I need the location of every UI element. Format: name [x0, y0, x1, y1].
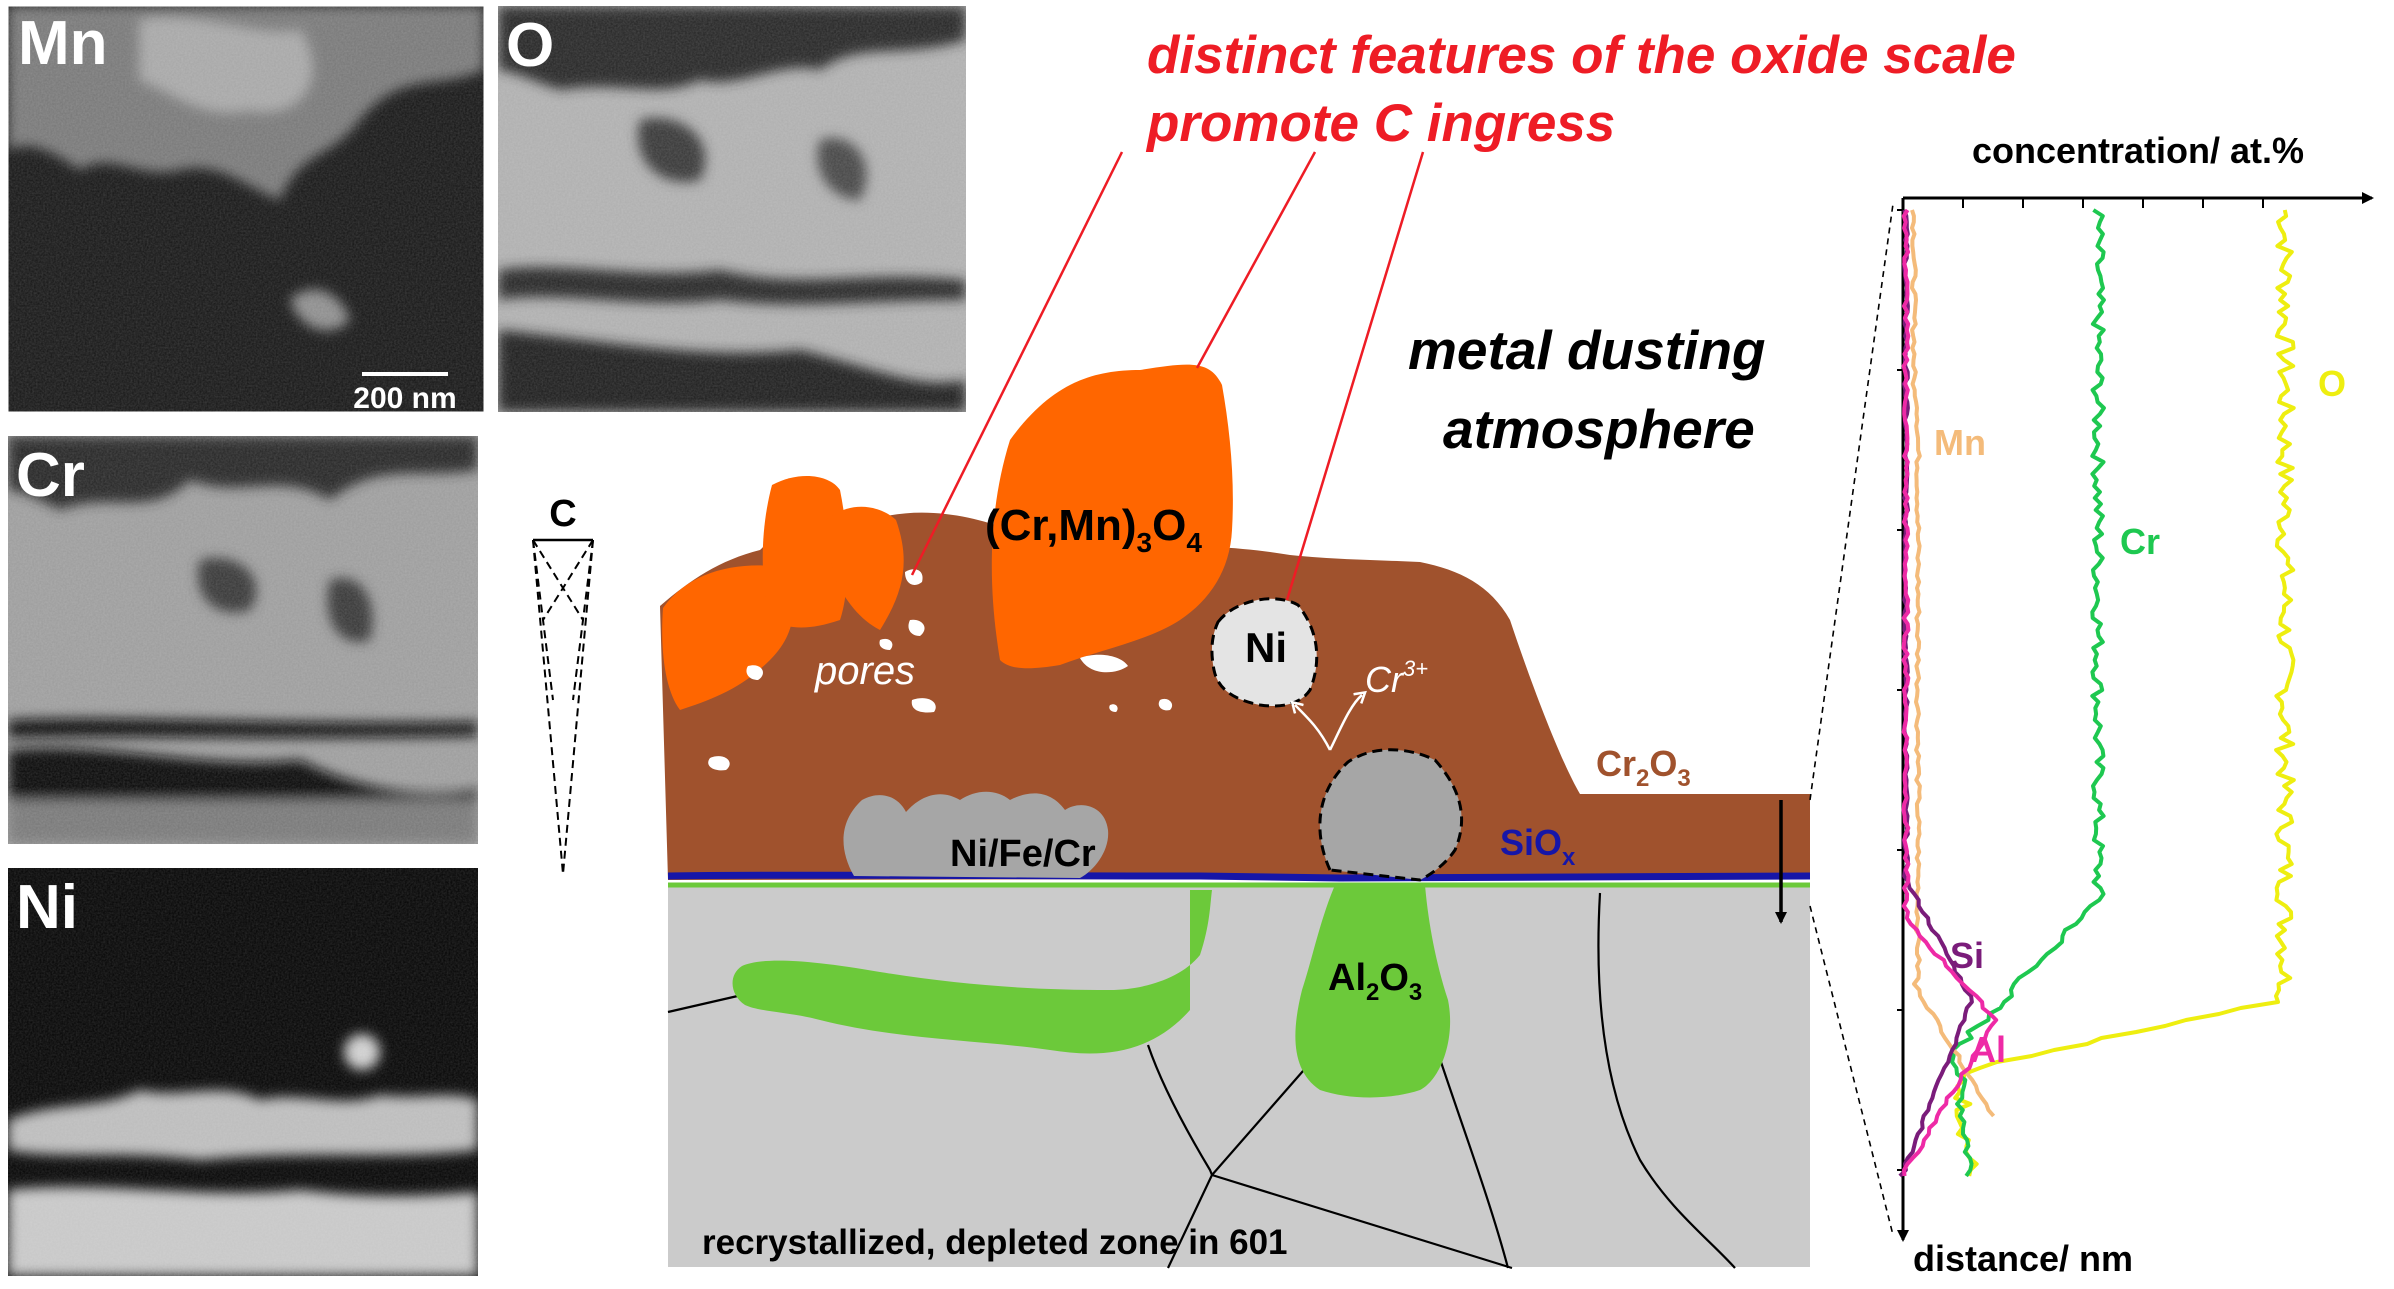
carbon-label: C: [549, 493, 576, 535]
pores-label: pores: [814, 649, 915, 693]
series-label-o: O: [2318, 363, 2346, 404]
ni-panel-label: Ni: [16, 873, 78, 942]
ni-particle-label: Ni: [1245, 624, 1287, 671]
series-label-cr: Cr: [2120, 521, 2160, 562]
cr-panel-label: Cr: [16, 441, 85, 510]
headline-line1: distinct features of the oxide scale: [1147, 26, 2016, 85]
spinel-crystal: [662, 565, 794, 710]
spinel-crystal: [826, 506, 904, 630]
carbon-ingress-wedge: [532, 538, 594, 875]
silica-label: SiOx: [1500, 822, 1576, 871]
o-panel-label: O: [506, 11, 554, 80]
cross-section-schematic: (Cr,Mn)3O4 Ni Cr3+ pores Ni/Fe/Cr Cr2O3 …: [660, 364, 1811, 1270]
chromia-label: Cr2O3: [1596, 743, 1691, 792]
grain-boundaries: [667, 892, 1736, 1270]
atmosphere-line2: atmosphere: [1443, 398, 1755, 460]
alumina-label: Al2O3: [1328, 957, 1422, 1006]
internal-alumina-finger: [732, 890, 1212, 1054]
nifecr-label: Ni/Fe/Cr: [950, 833, 1096, 875]
silica-layer: [667, 871, 1811, 882]
spinel-crystal-large: [991, 364, 1233, 669]
spinel-label: (Cr,Mn)3O4: [985, 501, 1202, 558]
profile-curve-o: [1953, 209, 2296, 1177]
zone-label: recrystallized, depleted zone in 601: [702, 1223, 1288, 1262]
metal-particle-interface: [1318, 748, 1464, 882]
o-map-panel: [498, 6, 966, 412]
spinel-crystal: [762, 475, 848, 628]
cr-map-panel: [8, 436, 478, 844]
profile-curve-si: [1898, 209, 1974, 1178]
atmosphere-line1: metal dusting: [1408, 319, 1766, 381]
pores: [708, 569, 1173, 771]
x-axis-label: concentration/ at.%: [1972, 130, 2304, 171]
profile-curves: [1898, 208, 2296, 1178]
scale-bar-label: 200 nm: [353, 382, 456, 415]
alumina-intrusion: [1295, 885, 1451, 1098]
mn-map-border: [7, 5, 485, 413]
ni-map-panel: [8, 868, 478, 1276]
mn-map-panel: [8, 6, 484, 412]
series-label-al: Al: [1970, 1029, 2006, 1070]
axis-ticks: [1897, 198, 2264, 1171]
y-axis-label: distance/ nm: [1913, 1238, 2133, 1279]
zoom-guide-lines: [1809, 203, 1894, 1236]
mn-panel-label: Mn: [18, 9, 108, 78]
alloy-substrate: [668, 884, 1810, 1267]
cr-ion-label: Cr3+: [1365, 656, 1428, 700]
profile-curve-al: [1901, 208, 1999, 1177]
headline-line2: promote C ingress: [1145, 94, 1615, 153]
cr-diffusion-arrows: [1295, 695, 1362, 751]
nifecr-particles: [843, 791, 1109, 878]
series-label-mn: Mn: [1934, 422, 1986, 463]
headline-pointer-lines: [910, 151, 1425, 601]
concentration-profile: concentration/ at.% distance/ nm O Cr Mn…: [1897, 130, 2374, 1279]
series-label-si: Si: [1950, 935, 1984, 976]
profile-curve-mn: [1910, 209, 1996, 1118]
